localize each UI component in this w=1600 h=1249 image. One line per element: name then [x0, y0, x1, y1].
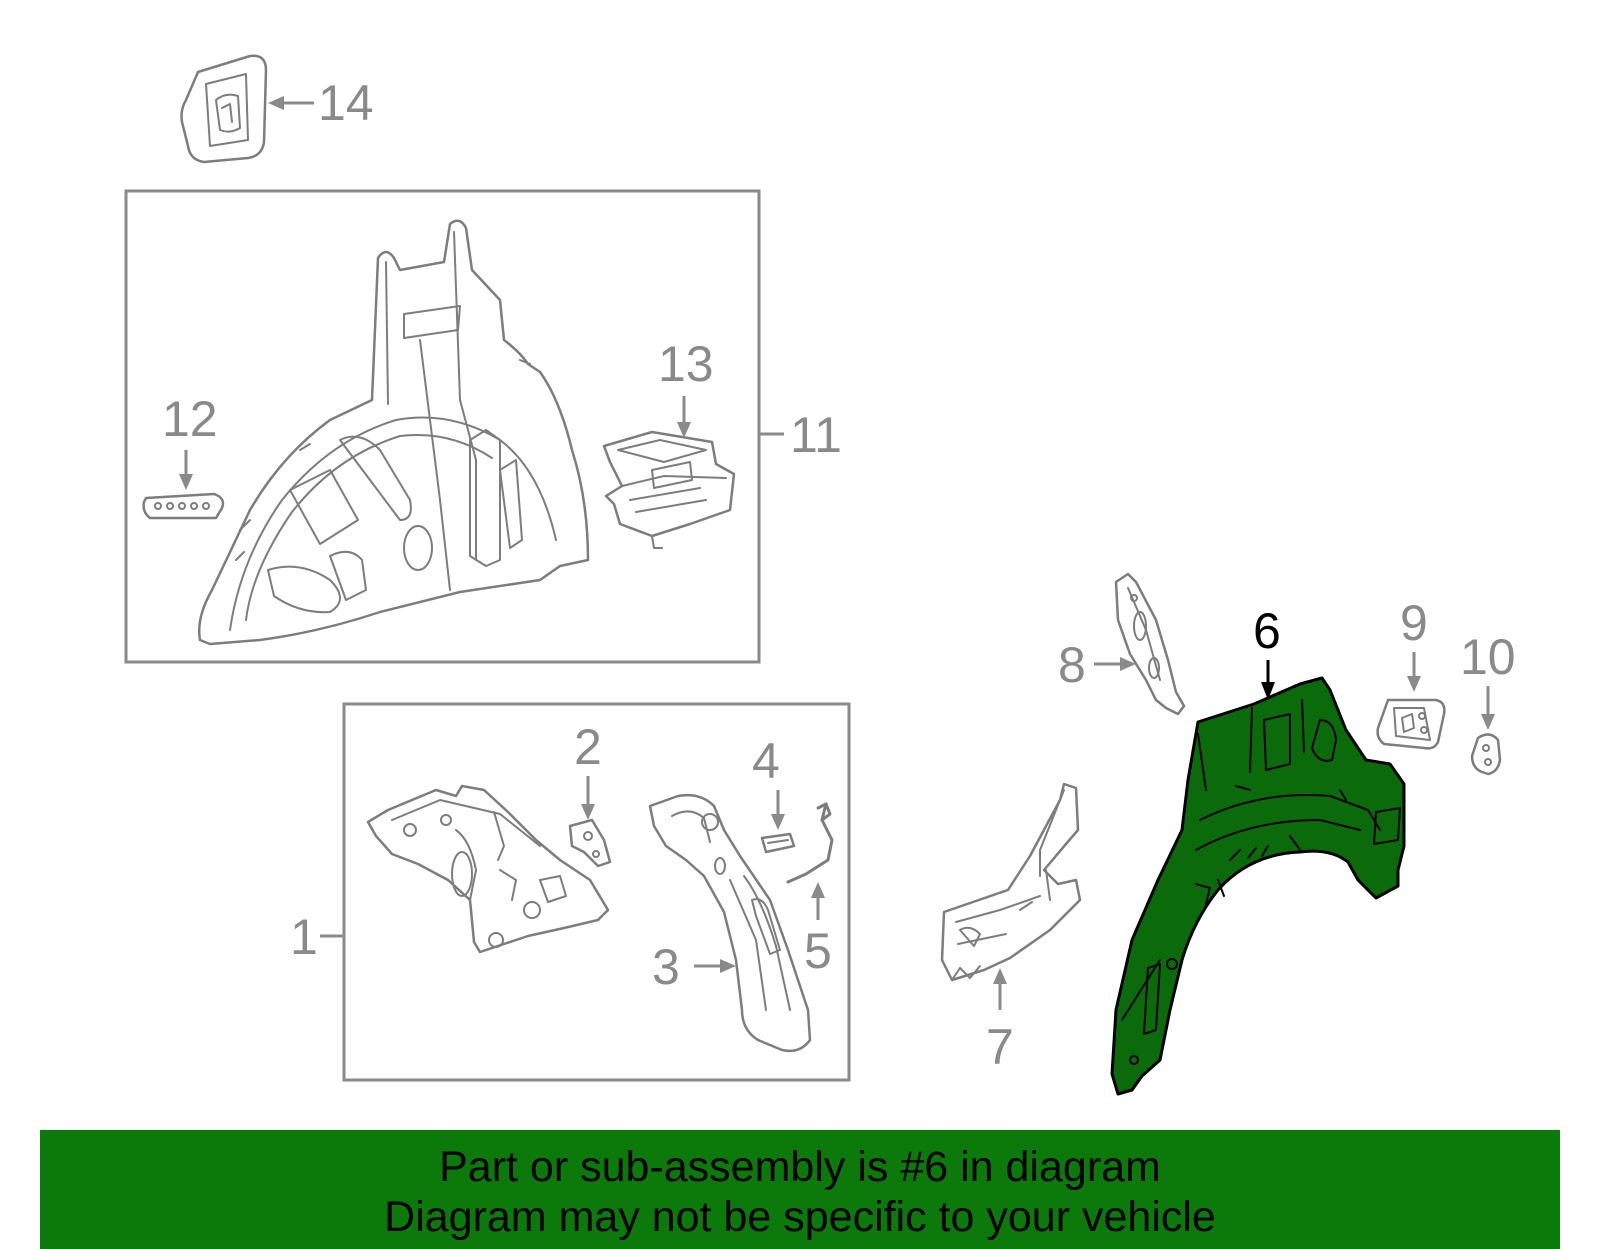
callout-7: 7: [986, 1019, 1014, 1075]
callout-2: 2: [574, 719, 602, 775]
part-8-bracket[interactable]: [1114, 572, 1186, 716]
info-banner: Part or sub-assembly is #6 in diagram Di…: [40, 1130, 1560, 1249]
part-1-wheelhouse-assembly[interactable]: [366, 784, 610, 954]
callout-12: 12: [162, 391, 218, 447]
callout-4: 4: [752, 733, 780, 789]
part-3-pillar-reinforcement[interactable]: [648, 793, 812, 1053]
part-10-grommet[interactable]: [1470, 733, 1502, 776]
part-5-bracket[interactable]: [786, 802, 834, 884]
banner-line-2: Diagram may not be specific to your vehi…: [384, 1193, 1216, 1241]
part-13-reinforcement[interactable]: [602, 430, 736, 549]
callout-6: 6: [1253, 603, 1281, 659]
part-12-bracket[interactable]: [142, 492, 225, 520]
callout-9: 9: [1400, 595, 1428, 651]
part-2-bracket[interactable]: [568, 818, 612, 868]
callout-14: 14: [318, 75, 374, 131]
assembly-1-frame: [342, 702, 851, 1082]
part-6-outer-wheelhouse[interactable]: [1110, 676, 1406, 1096]
part-11-inner-quarter-panel[interactable]: [198, 219, 590, 646]
callout-5: 5: [804, 923, 832, 979]
part-7-panel[interactable]: [940, 782, 1082, 982]
callout-1: 1: [290, 909, 318, 965]
part-4-plate[interactable]: [760, 832, 796, 854]
assembly-11-frame: [124, 189, 761, 664]
callout-13: 13: [658, 336, 714, 392]
banner-line-1: Part or sub-assembly is #6 in diagram: [439, 1143, 1161, 1191]
callout-10: 10: [1460, 629, 1516, 685]
callout-8: 8: [1058, 637, 1086, 693]
callout-3: 3: [652, 939, 680, 995]
part-14-clip[interactable]: [180, 54, 268, 164]
part-9-bracket[interactable]: [1376, 698, 1446, 750]
callout-11: 11: [790, 407, 842, 463]
